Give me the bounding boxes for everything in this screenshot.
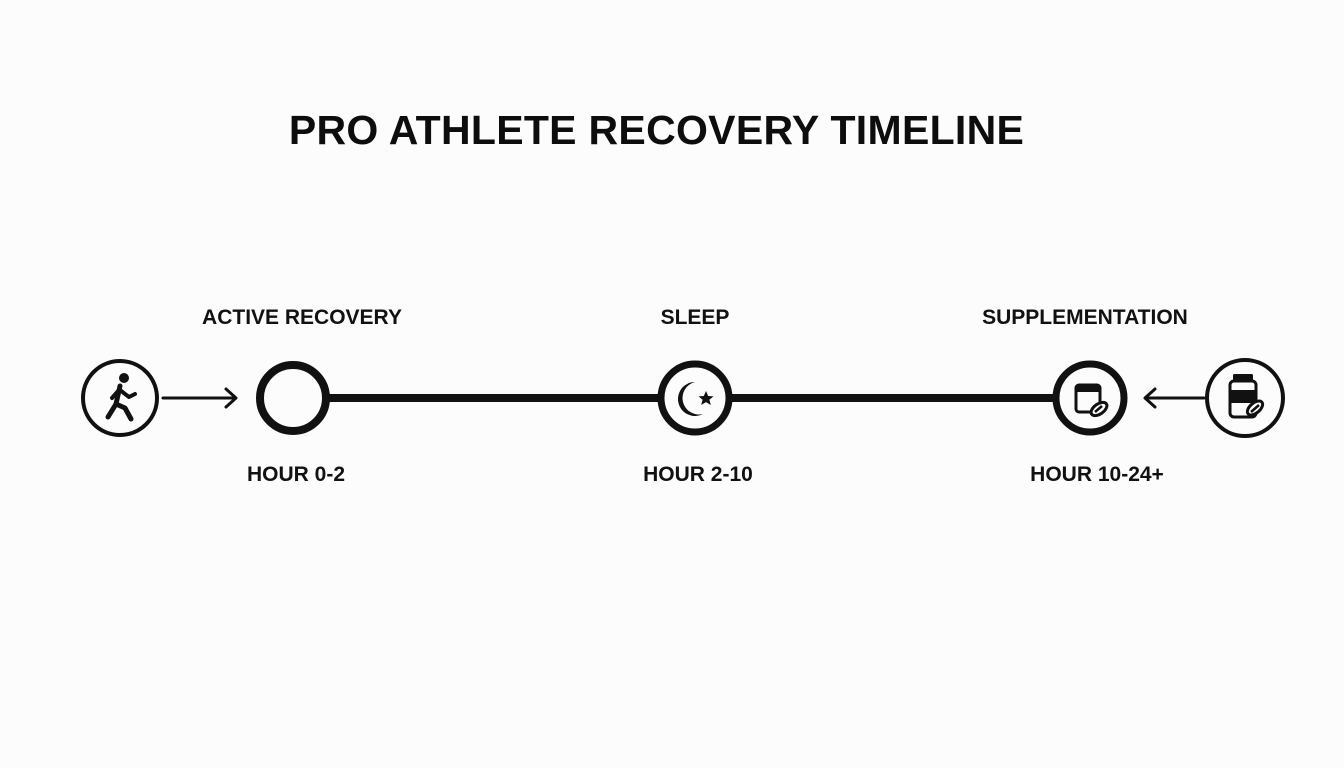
phase-label-sleep: SLEEP	[660, 306, 730, 329]
hour-label-sleep: HOUR 2-10	[643, 463, 753, 486]
supplement-bottle-pill-icon	[1205, 358, 1285, 438]
phase-label-supplementation: SUPPLEMENTATION	[982, 306, 1188, 329]
walking-person-icon	[81, 359, 159, 437]
moon-star-icon	[678, 382, 714, 416]
arrow-left-icon	[1143, 387, 1206, 409]
diagram-title: PRO ATHLETE RECOVERY TIMELINE	[288, 107, 1025, 153]
phase-label-active-recovery: ACTIVE RECOVERY	[202, 306, 402, 329]
arrow-right-icon	[161, 387, 238, 409]
timeline-node-supplementation	[1052, 360, 1128, 436]
hour-label-active-recovery: HOUR 0-2	[246, 463, 346, 486]
timeline-node-active-recovery	[256, 361, 330, 435]
hour-label-supplementation: HOUR 10-24+	[1030, 463, 1164, 486]
supplement-icon	[1074, 383, 1109, 418]
timeline-node-sleep	[657, 360, 733, 436]
